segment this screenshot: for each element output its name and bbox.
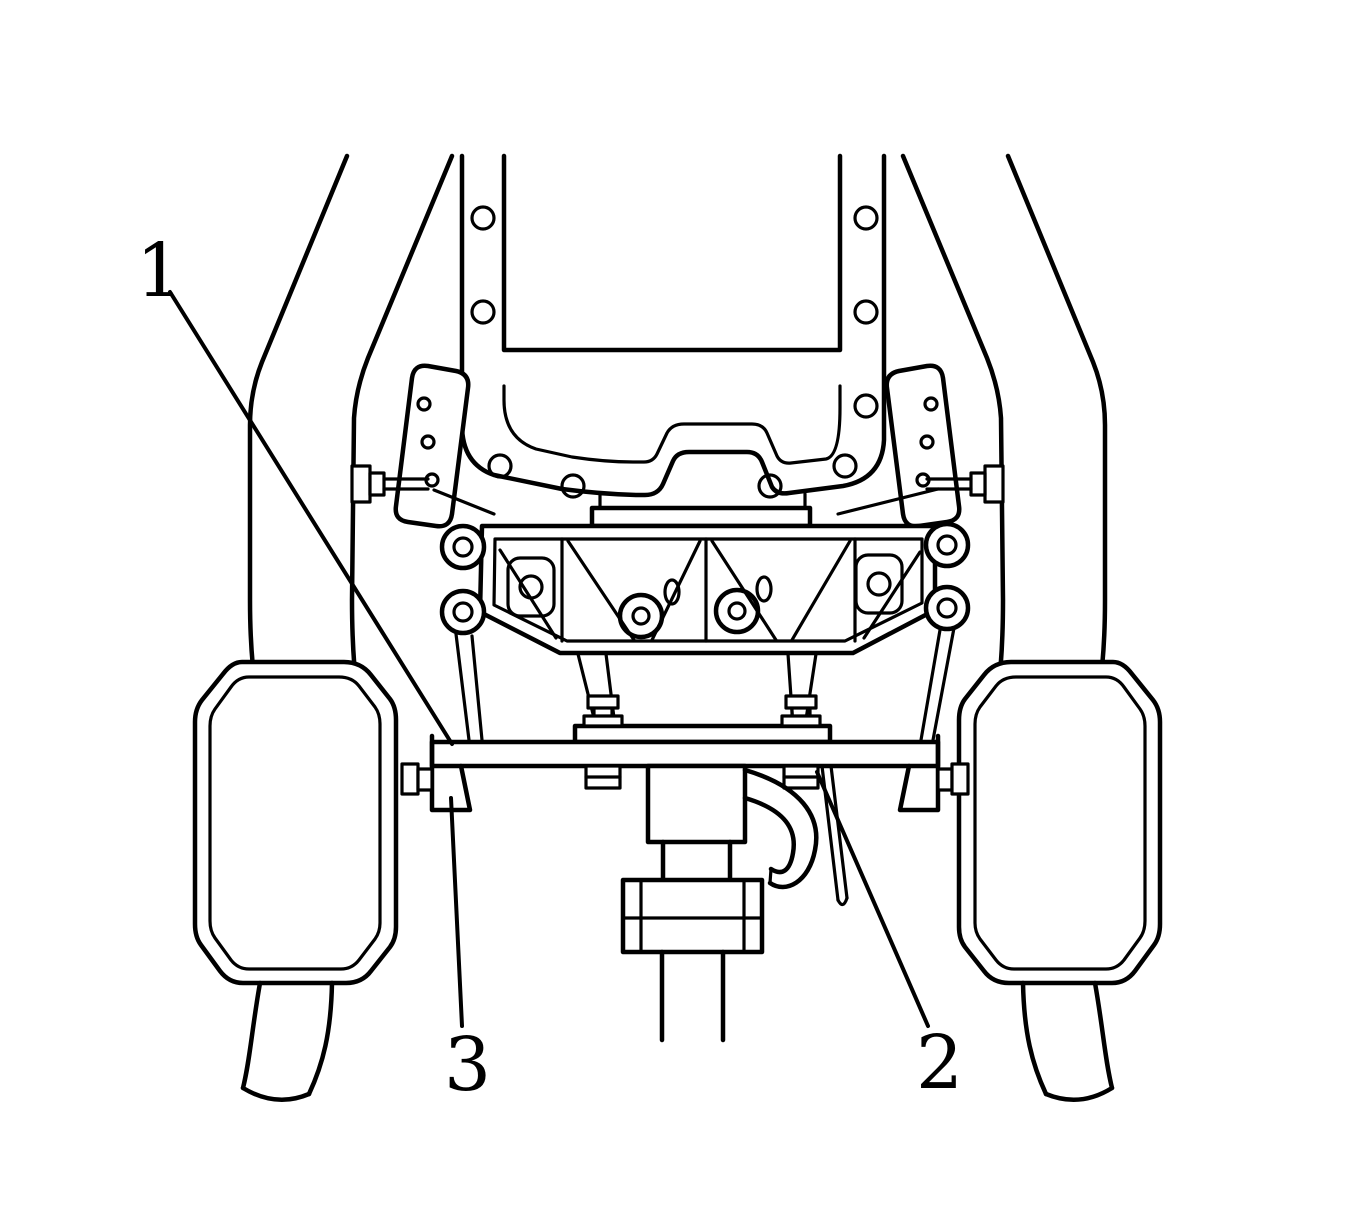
pan-bottom-inner-contour <box>502 384 842 465</box>
exhaust-elbow-outer <box>742 767 819 890</box>
callout-1-label: 1 <box>136 228 183 314</box>
left-bracket-bolt-head <box>350 464 372 504</box>
right-converter-inner-wall <box>973 675 1147 971</box>
output-flange-bolt-line <box>639 878 746 954</box>
pan-flange-inner-line <box>501 153 843 353</box>
callout-2-leader <box>815 770 930 1028</box>
transmission-oil-pan <box>459 153 887 499</box>
callout-2-label: 2 <box>916 1020 963 1106</box>
mount-rib <box>790 539 852 642</box>
mount-slot-right <box>854 553 904 615</box>
pan-bolt-hole <box>487 453 513 479</box>
callouts: 1 3 2 <box>136 228 963 1108</box>
transmission-mount <box>439 492 971 656</box>
right-outlet-pipe-line <box>1020 980 1049 1097</box>
mount-leg-line <box>803 652 818 728</box>
exhaust-elbow-end <box>768 867 773 885</box>
left-stud-washer <box>582 714 624 728</box>
left-bolt-axis-line <box>432 488 496 516</box>
mount-ring-left-lower <box>439 588 487 636</box>
right-hanger-rod-line <box>931 626 956 742</box>
mount-center-bushing-pin <box>631 606 651 626</box>
mount-center-bushing <box>617 592 665 640</box>
right-outlet-pipe-end <box>1043 1085 1115 1102</box>
exhaust-elbow-inner <box>742 795 796 875</box>
crossmember-bar <box>429 739 941 769</box>
mount-ring-right-lower <box>923 584 971 632</box>
driveshaft-line <box>659 949 726 1043</box>
mount-ring-right-upper <box>923 521 971 569</box>
left-bracket-hole <box>416 396 432 412</box>
mount-body-inner-line <box>492 537 924 643</box>
pan-bolt-hole <box>853 205 879 231</box>
mount-center-bushing-pin <box>727 601 747 621</box>
left-bracket-hole <box>420 434 436 450</box>
mount-ring-right-upper-hole <box>936 534 958 556</box>
right-converter-body <box>956 659 1163 986</box>
pan-bolt-hole <box>470 205 496 231</box>
left-bracket-bolt-washer <box>368 471 386 497</box>
right-catalytic-converter <box>956 659 1163 1102</box>
crossmember-right-bolt-washer <box>936 767 954 792</box>
mount-slot-right-hole <box>866 571 892 597</box>
crossmember-top-plate <box>572 723 833 745</box>
left-outlet-pipe-line <box>306 980 335 1097</box>
right-bracket-hole <box>919 434 935 450</box>
left-stud-nut <box>586 694 620 710</box>
right-bracket-hole <box>923 396 939 412</box>
left-outlet-pipe-end <box>240 1085 312 1102</box>
mount-oval-slot <box>663 578 681 606</box>
callout-1-leader <box>168 290 454 746</box>
mount-ring-left-lower-hole <box>452 601 474 623</box>
crossmember-left-bolt-head <box>400 762 420 796</box>
right-bolt-axis-line <box>836 487 940 516</box>
pan-bolt-hole <box>470 299 496 325</box>
right-bracket-bolt-head <box>983 464 1005 504</box>
mount-oval-slot <box>755 575 773 603</box>
pan-bolt-hole <box>853 299 879 325</box>
right-hanger-rod-line <box>919 628 942 742</box>
tail-housing <box>645 763 748 845</box>
left-hanger-rod-line <box>470 634 484 742</box>
mount-to-pan-connector <box>598 492 807 510</box>
linkage-rod-end <box>836 896 849 907</box>
left-outlet-pipe-line <box>240 980 263 1091</box>
pan-bolt-hole <box>853 393 879 419</box>
right-stud-washer <box>780 714 822 728</box>
left-catalytic-converter <box>192 659 399 1102</box>
crossmember <box>400 694 970 813</box>
mount-brackets <box>350 363 1005 529</box>
pan-bolt-hole <box>832 453 858 479</box>
right-stud-nut <box>784 694 818 710</box>
output-shaft-assembly <box>620 763 849 1043</box>
mount-ring-right-lower-hole <box>936 597 958 619</box>
crossmember-left-bolt-washer <box>416 767 434 792</box>
left-hanger-rod-line <box>454 632 471 742</box>
pan-bolt-hole <box>757 473 783 499</box>
tail-housing-step <box>660 839 733 883</box>
left-rail-outer-line <box>247 153 350 695</box>
mount-ring-left-upper <box>439 523 487 571</box>
mount-rib <box>862 550 922 640</box>
callout-3-leader <box>449 796 464 1028</box>
left-converter-body <box>192 659 399 986</box>
mount-rubber-plate <box>589 505 813 529</box>
right-rail-outer-line <box>1005 153 1108 695</box>
mount-slot-left <box>506 556 556 618</box>
right-bracket-bolt-washer <box>969 471 987 497</box>
mount-center-bushing <box>713 587 761 635</box>
right-outlet-pipe-line <box>1092 980 1115 1091</box>
left-bracket-bolt-shaft <box>382 477 430 491</box>
mount-slot-left-hole <box>518 574 544 600</box>
crossmember-right-bolt-head <box>950 762 970 796</box>
left-converter-inner-wall <box>208 675 382 971</box>
output-flange <box>620 877 765 955</box>
callout-3-label: 3 <box>444 1022 491 1108</box>
pan-bolt-hole <box>560 473 586 499</box>
mount-ring-left-upper-hole <box>452 536 474 558</box>
